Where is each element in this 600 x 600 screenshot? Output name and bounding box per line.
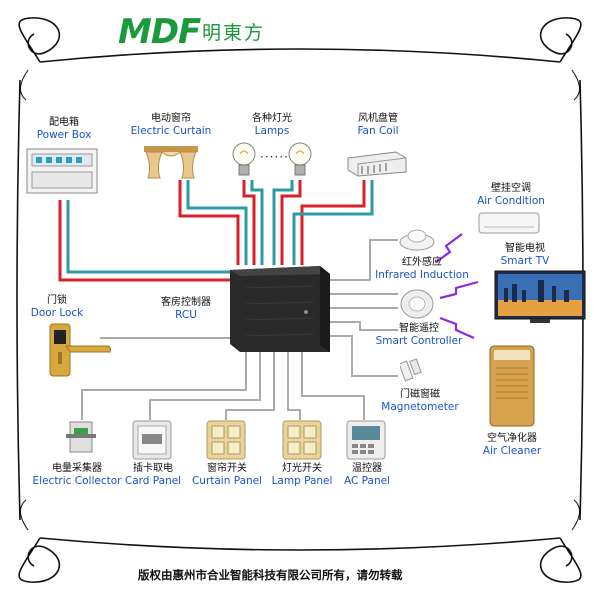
lamp-panel-icon (282, 420, 322, 460)
power-box-zh: 配电箱 (49, 117, 79, 128)
curtain-panel-zh: 窗帘开关 (207, 463, 247, 474)
smart-tv-label: 智能电视 Smart TV (480, 242, 570, 268)
magnetometer-icon (400, 358, 422, 382)
fan-coil-label: 风机盘管 Fan Coil (328, 112, 428, 138)
rcu-controller-box (230, 266, 330, 352)
air-cleaner-zh: 空气净化器 (487, 433, 537, 444)
curtain-panel-en: Curtain Panel (191, 475, 263, 487)
lamps-en: Lamps (254, 125, 290, 137)
smart-controller-label: 智能遥控 Smart Controller (370, 322, 468, 348)
logo-chinese-name: 明東方 (202, 22, 266, 44)
rcu-label: 客房控制器 RCU (146, 296, 226, 322)
bus-lamp-panel (287, 352, 301, 420)
wire-lamp-left-red (242, 180, 256, 265)
air-condition-label: 壁挂空调 Air Condition (456, 182, 566, 208)
bus-electric-collector (81, 352, 247, 420)
smart-tv-zh: 智能电视 (505, 243, 545, 254)
electric-collector-label: 电量采集器 Electric Collector (24, 462, 130, 488)
magnetometer-zh: 门磁窗磁 (400, 389, 440, 400)
card-panel-label: 插卡取电 Card Panel (112, 462, 194, 488)
infrared-sensor-icon (399, 229, 435, 251)
card-panel-icon (132, 420, 172, 460)
infrared-induction-label: 红外感应 Infrared Induction (374, 256, 470, 282)
wire-curtain-teal (186, 180, 248, 265)
door-lock-en: Door Lock (30, 307, 84, 319)
ac-panel-zh: 温控器 (352, 463, 382, 474)
ac-panel-icon (346, 420, 386, 460)
electric-collector-zh: 电量采集器 (52, 463, 102, 474)
rcu-zh: 客房控制器 (161, 297, 211, 308)
fan-coil-icon (347, 151, 407, 177)
smart-controller-icon (400, 289, 434, 319)
curtain-panel-label: 窗帘开关 Curtain Panel (184, 462, 270, 488)
bus-card-panel (149, 352, 261, 420)
lamps-zh: 各种灯光 (252, 113, 292, 124)
infrared-induction-en: Infrared Induction (375, 269, 469, 281)
wireless-signals (435, 233, 479, 340)
lamp-bulb-icon (288, 142, 312, 176)
fan-coil-zh: 风机盘管 (358, 113, 398, 124)
electric-curtain-en: Electric Curtain (130, 125, 212, 137)
lamp-panel-zh: 灯光开关 (282, 463, 322, 474)
smart-tv-en: Smart TV (500, 255, 550, 267)
fan-coil-en: Fan Coil (357, 125, 399, 137)
electric-curtain-label: 电动窗帘 Electric Curtain (120, 112, 222, 138)
power-box-icon (26, 148, 98, 194)
door-lock-label: 门锁 Door Lock (14, 294, 100, 320)
door-lock-zh: 门锁 (47, 295, 67, 306)
wire-lamp-right-red (280, 180, 302, 265)
wire-curtain-red (178, 180, 240, 265)
magnetometer-label: 门磁窗磁 Magnetometer (372, 388, 468, 414)
door-lock-icon (49, 323, 111, 377)
air-cleaner-icon (489, 345, 535, 427)
magnetometer-en: Magnetometer (381, 401, 459, 413)
wire-power-box-teal (66, 200, 230, 274)
electric-curtain-icon (144, 146, 198, 179)
lamp-ellipsis: ······ (260, 150, 289, 164)
logo-mark: MDF (118, 12, 201, 52)
power-box-en: Power Box (36, 129, 92, 141)
smart-controller-en: Smart Controller (375, 335, 463, 347)
power-box-label: 配电箱 Power Box (14, 116, 114, 142)
wire-fan-coil-red (300, 180, 366, 265)
lamps-label: 各种灯光 Lamps (222, 112, 322, 138)
wire-fan-coil-teal (292, 180, 374, 265)
wire-lamp-right-teal (272, 180, 294, 265)
electric-collector-icon (66, 421, 96, 453)
ac-panel-label: 温控器 AC Panel (330, 462, 404, 488)
air-cleaner-label: 空气净化器 Air Cleaner (466, 432, 558, 458)
electric-curtain-zh: 电动窗帘 (151, 113, 191, 124)
ac-panel-en: AC Panel (344, 475, 390, 487)
card-panel-en: Card Panel (124, 475, 182, 487)
smart-controller-zh: 智能遥控 (399, 323, 439, 334)
wire-power-box-red (58, 200, 230, 282)
bus-curtain-panel (225, 352, 275, 420)
air-condition-en: Air Condition (477, 195, 545, 207)
bus-ac-panel (301, 352, 365, 420)
air-condition-zh: 壁挂空调 (491, 183, 531, 194)
air-condition-icon (478, 212, 540, 234)
smart-tv-icon (494, 270, 586, 323)
card-panel-zh: 插卡取电 (133, 463, 173, 474)
bus-smart-controller-2 (330, 321, 398, 331)
curtain-panel-icon (206, 420, 246, 460)
lamp-bulb-icon (232, 142, 256, 176)
electric-collector-en: Electric Collector (32, 475, 122, 487)
bus-infrared (330, 239, 398, 281)
rcu-en: RCU (175, 309, 197, 321)
infrared-induction-zh: 红外感应 (402, 257, 442, 268)
air-cleaner-en: Air Cleaner (482, 445, 542, 457)
lamp-panel-en: Lamp Panel (271, 475, 333, 487)
wire-lamp-left-teal (250, 180, 264, 265)
copyright-footer: 版权由惠州市合业智能科技有限公司所有，请勿转载 (138, 568, 403, 582)
bus-magnetometer (330, 335, 398, 377)
lamp-panel-label: 灯光开关 Lamp Panel (262, 462, 342, 488)
